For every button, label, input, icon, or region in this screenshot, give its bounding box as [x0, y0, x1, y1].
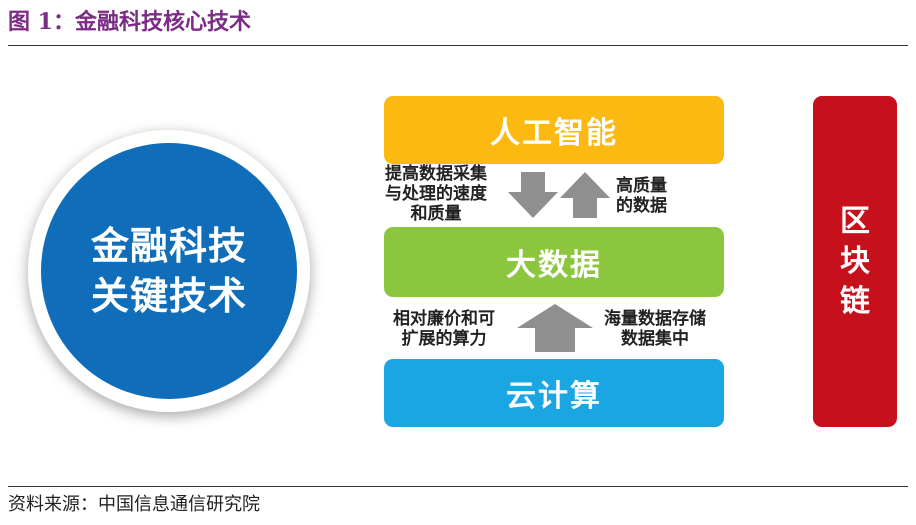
- note-line: 的数据: [616, 196, 667, 216]
- fintech-circle-inner: 金融科技 关键技术: [41, 143, 297, 399]
- figure-title: 图 1：金融科技核心技术: [8, 9, 251, 35]
- blockchain-char: 块: [840, 243, 870, 279]
- note-line: 扩展的算力: [401, 329, 487, 349]
- cloud-layer-label: 云计算: [506, 379, 602, 414]
- note-line: 海量数据存储: [604, 309, 706, 329]
- bigdata-layer-label: 大数据: [506, 248, 602, 283]
- note-line: 相对廉价和可: [393, 309, 495, 329]
- top-rule: [8, 45, 908, 46]
- note-line: 与处理的速度: [385, 184, 487, 204]
- ai-layer: 人工智能: [384, 96, 724, 164]
- note-storage: 海量数据存储 数据集中: [604, 309, 706, 349]
- cloud-layer: 云计算: [384, 359, 724, 427]
- note-line: 高质量: [616, 176, 667, 196]
- note-line: 数据集中: [621, 329, 689, 349]
- source-note: 资料来源：中国信息通信研究院: [8, 494, 260, 515]
- up-arrow-icon: [517, 304, 593, 352]
- circle-line-2: 关键技术: [90, 274, 247, 318]
- bigdata-layer: 大数据: [384, 227, 724, 297]
- blockchain-char: 链: [840, 283, 870, 319]
- note-speed-quality: 提高数据采集 与处理的速度 和质量: [385, 164, 487, 224]
- fintech-circle: 金融科技 关键技术: [28, 130, 310, 412]
- ai-layer-label: 人工智能: [490, 116, 618, 151]
- down-arrow-icon: [508, 172, 558, 218]
- circle-line-1: 金融科技: [90, 224, 247, 268]
- up-arrow-icon: [560, 172, 610, 218]
- note-line: 和质量: [410, 204, 462, 224]
- blockchain-char: 区: [840, 203, 870, 239]
- note-quality-data: 高质量 的数据: [616, 176, 667, 216]
- bottom-rule: [8, 486, 908, 487]
- note-compute: 相对廉价和可 扩展的算力: [393, 309, 495, 349]
- note-line: 提高数据采集: [385, 164, 487, 184]
- blockchain-bar: 区 块 链: [813, 96, 897, 427]
